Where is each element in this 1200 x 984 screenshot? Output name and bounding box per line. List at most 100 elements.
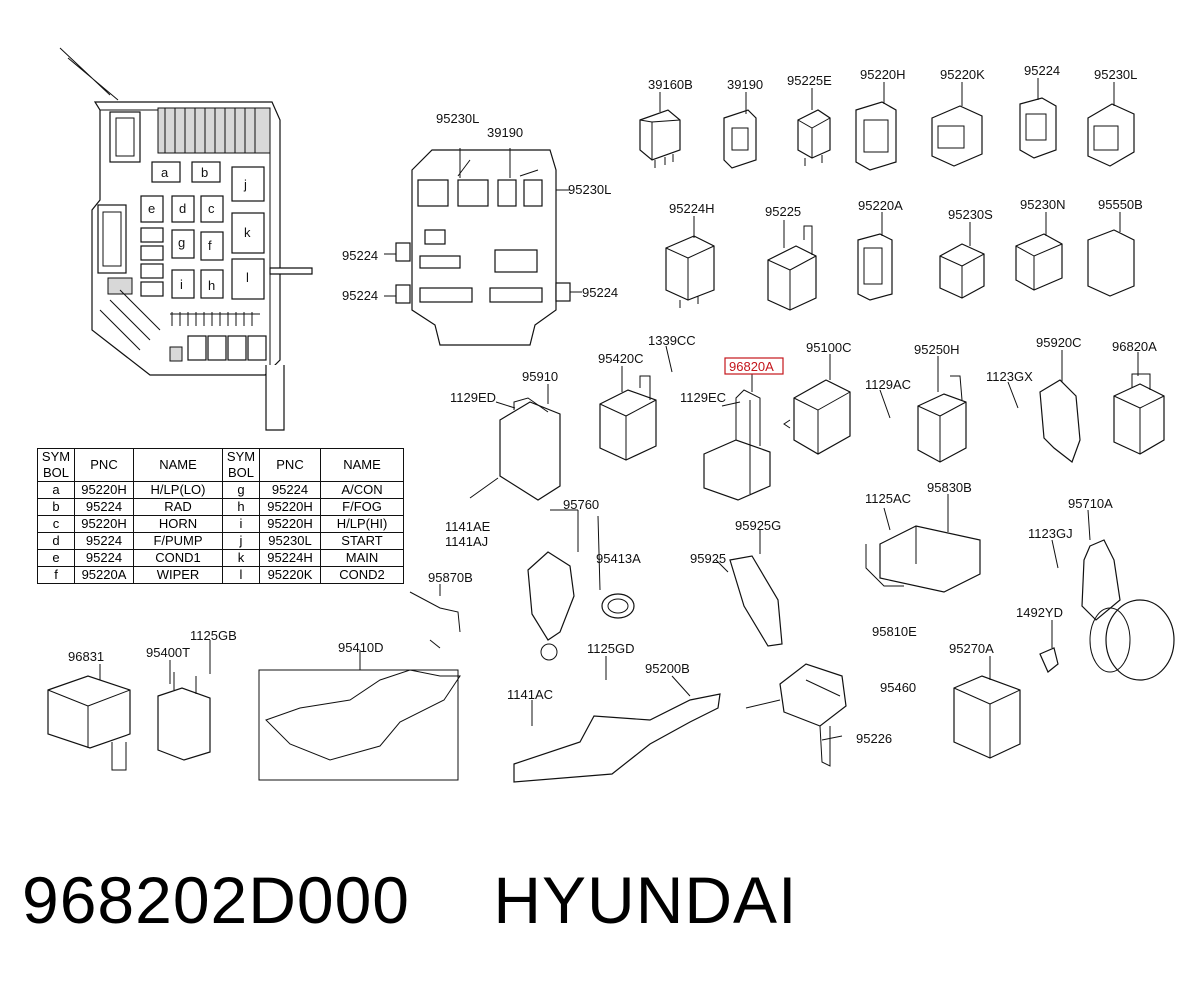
cell-name: A/CON (320, 481, 404, 499)
table-row: a 95220H H/LP(LO) g 95224 A/CON (37, 481, 404, 499)
box-label-a: a (161, 165, 169, 180)
cell-pnc: 95224 (74, 549, 134, 567)
label-95230s: 95230S (948, 207, 993, 222)
label-95760: 95760 (563, 497, 599, 512)
label-96820a: 96820A (1112, 339, 1157, 354)
cell-name: F/FOG (320, 498, 404, 516)
label-96820a-highlighted[interactable]: 96820A (729, 359, 774, 374)
cell-pnc: 95220H (74, 515, 134, 533)
label-1141ae: 1141AE (445, 519, 491, 534)
cell-pnc: 95220H (259, 515, 321, 533)
label-1125gb: 1125GB (190, 628, 237, 643)
cell-symbol: b (37, 498, 75, 516)
label-95870b: 95870B (428, 570, 473, 585)
label-95224: 95224 (1024, 63, 1060, 78)
cell-symbol: f (37, 566, 75, 584)
label-95200b: 95200B (645, 661, 690, 676)
label-95925g: 95925G (735, 518, 781, 533)
label-1129ac: 1129AC (865, 377, 911, 392)
label-1141ac: 1141AC (507, 687, 553, 702)
label-95550b: 95550B (1098, 197, 1143, 212)
cell-symbol: e (37, 549, 75, 567)
cell-name: WIPER (133, 566, 223, 584)
footer-caption: 968202D000 HYUNDAI (22, 862, 797, 938)
label-95224-right: 95224 (582, 285, 618, 300)
label-95230l-right: 95230L (568, 182, 611, 197)
cell-pnc: 95230L (259, 532, 321, 550)
label-95225: 95225 (765, 204, 801, 219)
label-95710a: 95710A (1068, 496, 1113, 511)
label-95413a: 95413A (596, 551, 641, 566)
cell-symbol: j (222, 532, 260, 550)
cell-pnc: 95224 (259, 481, 321, 499)
cell-symbol: d (37, 532, 75, 550)
table-row: c 95220H HORN i 95220H H/LP(HI) (37, 515, 404, 533)
fuse-slot-block (157, 107, 271, 154)
label-95925: 95925 (690, 551, 726, 566)
table-row: f 95220A WIPER l 95220K COND2 (37, 566, 404, 584)
header-symbol: SYM BOL (37, 448, 75, 482)
label-95420c: 95420C (598, 351, 644, 366)
label-39190: 39190 (727, 77, 763, 92)
label-95230l: 95230L (1094, 67, 1137, 82)
relay-row-2 (665, 225, 1135, 311)
cell-symbol: h (222, 498, 260, 516)
cell-pnc: 95220K (259, 566, 321, 584)
label-1141aj: 1141AJ (445, 534, 488, 549)
cell-pnc: 95220A (74, 566, 134, 584)
label-95224h: 95224H (669, 201, 715, 216)
highlight-box (724, 357, 784, 375)
label-95220h: 95220H (860, 67, 906, 82)
label-95224-left-lower: 95224 (342, 288, 378, 303)
leader-lines (99, 78, 1139, 741)
table-row: e 95224 COND1 k 95224H MAIN (37, 549, 404, 567)
cell-pnc: 95220H (259, 498, 321, 516)
label-95400t: 95400T (146, 645, 190, 660)
header-pnc-2: PNC (259, 448, 321, 482)
box-label-j: j (243, 177, 247, 192)
table-row: b 95224 RAD h 95220H F/FOG (37, 498, 404, 516)
label-95230n: 95230N (1020, 197, 1066, 212)
label-95270a: 95270A (949, 641, 994, 656)
cell-name: MAIN (320, 549, 404, 567)
label-95460: 95460 (880, 680, 916, 695)
label-1129ed: 1129ED (450, 390, 496, 405)
box-label-f: f (208, 238, 212, 253)
cell-name: COND2 (320, 566, 404, 584)
label-1125gd: 1125GD (587, 641, 634, 656)
cell-pnc: 95224 (74, 498, 134, 516)
box-label-e: e (148, 201, 155, 216)
label-95830b: 95830B (927, 480, 972, 495)
label-39190-junction: 39190 (487, 125, 523, 140)
box-label-k: k (244, 225, 251, 240)
label-95226: 95226 (856, 731, 892, 746)
brand-name: HYUNDAI (493, 863, 798, 937)
cell-pnc: 95220H (74, 481, 134, 499)
label-1339cc: 1339CC (648, 333, 696, 348)
box-label-g: g (178, 235, 185, 250)
label-1129ec: 1129EC (680, 390, 726, 405)
label-95920c: 95920C (1036, 335, 1082, 350)
label-1492yd: 1492YD (1016, 605, 1063, 620)
box-label-c: c (208, 201, 215, 216)
box-label-b: b (201, 165, 208, 180)
header-name: NAME (133, 448, 223, 482)
label-95810e: 95810E (872, 624, 917, 639)
box-label-l: l (246, 270, 249, 285)
cell-name: COND1 (133, 549, 223, 567)
label-95220a: 95220A (858, 198, 903, 213)
table-header-row: SYM BOL PNC NAME SYM BOL PNC NAME (37, 448, 404, 482)
label-95910: 95910 (522, 369, 558, 384)
relay-row-1 (639, 97, 1135, 171)
part-number: 968202D000 (22, 863, 411, 937)
cell-symbol: k (222, 549, 260, 567)
cell-name: START (320, 532, 404, 550)
cell-name: F/PUMP (133, 532, 223, 550)
cell-pnc: 95224 (74, 532, 134, 550)
table-row: d 95224 F/PUMP j 95230L START (37, 532, 404, 550)
label-39160b: 39160B (648, 77, 693, 92)
label-1125ac: 1125AC (865, 491, 911, 506)
box-label-h: h (208, 278, 215, 293)
label-1123gj: 1123GJ (1028, 526, 1073, 541)
